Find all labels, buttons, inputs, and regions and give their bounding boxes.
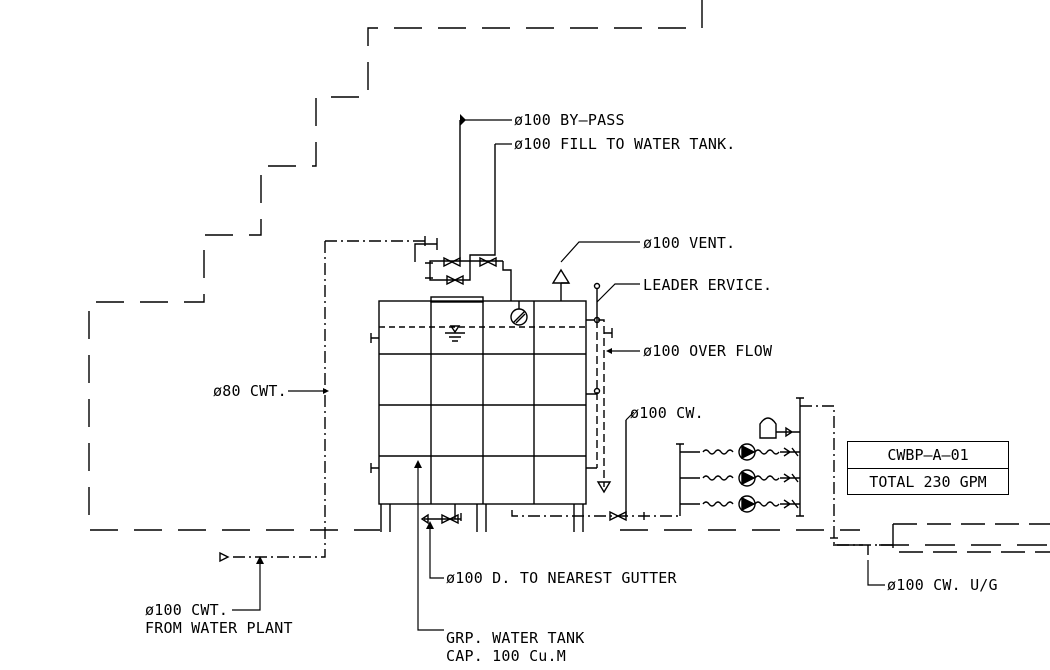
booster-pump-set [676, 397, 804, 517]
label-vent: ø100 VENT. [643, 234, 736, 252]
ug-pipe-box [892, 523, 1050, 553]
vent-pipe [551, 268, 571, 301]
label-overflow: ø100 OVER FLOW [643, 342, 773, 360]
label-cwt100-line2: FROM WATER PLANT [145, 619, 293, 637]
pump-tag-box: CWBP–A–01 TOTAL 230 GPM [847, 441, 1009, 495]
pump-tag-id: CWBP–A–01 [848, 442, 1008, 469]
overflow-pipe [586, 319, 605, 487]
label-tank-line1: GRP. WATER TANK [446, 629, 585, 647]
label-tank-line2: CAP. 100 Cu.M [446, 647, 566, 665]
fill-bypass-piping [414, 120, 503, 286]
cw-suction-pipe [511, 510, 680, 517]
pump-tag-total: TOTAL 230 GPM [869, 473, 987, 491]
label-cwt100-line1: ø100 CWT. [145, 601, 229, 619]
grp-water-tank [370, 296, 587, 532]
cw-discharge-pipe [800, 405, 893, 546]
label-fill: ø100 FILL TO WATER TANK. [514, 135, 736, 153]
label-bypass: ø100 BY–PASS [514, 111, 625, 129]
label-leader: LEADER ERVICE. [643, 276, 773, 294]
cwt80-pipe [230, 240, 425, 558]
label-drain: ø100 D. TO NEAREST GUTTER [446, 569, 677, 587]
label-cw: ø100 CW. [630, 404, 704, 422]
building-outline [88, 0, 860, 531]
label-cw-ug: ø100 CW. U/G [887, 576, 998, 594]
label-cwt80: ø80 CWT. [213, 382, 287, 400]
